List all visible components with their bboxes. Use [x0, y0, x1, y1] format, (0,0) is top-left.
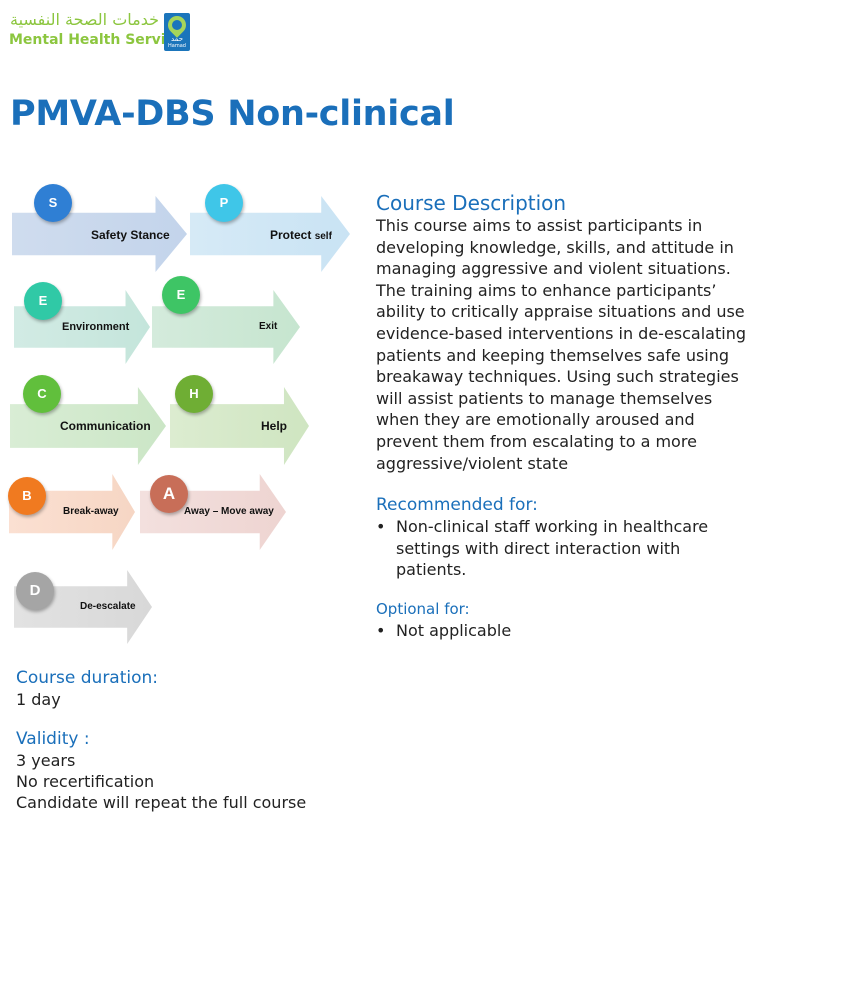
circle-c: C: [23, 375, 61, 413]
label-environment: Environment: [62, 321, 130, 333]
circle-d: D: [16, 572, 54, 610]
validity-line: 3 years: [16, 751, 76, 770]
description-line: prevent them from escalating to a more: [376, 431, 697, 451]
description-line: The training aims to enhance participant…: [376, 280, 717, 300]
optional-value: Not applicable: [396, 621, 512, 640]
description-line: evidence-based interventions in de-escal…: [376, 323, 746, 343]
label-protect-self: Protect self: [270, 228, 332, 242]
circle-h: H: [175, 375, 213, 413]
bullet-icon: •: [376, 621, 386, 640]
logo-arabic-text: خدمات الصحة النفسية: [10, 10, 159, 29]
description-line: ability to critically appraise situation…: [376, 302, 745, 322]
badge-arabic: حمد: [170, 35, 184, 43]
circle-b: B: [8, 477, 46, 515]
course-description-text: This course aims to assist participants …: [376, 215, 756, 474]
circle-s: S: [34, 184, 72, 222]
optional-heading: Optional for:: [376, 600, 470, 618]
description-line: will assist patients to manage themselve…: [376, 388, 713, 408]
description-line: patients and keeping themselves safe usi…: [376, 345, 730, 365]
badge-english: Hamad: [168, 43, 186, 49]
hamad-logo-icon: حمد Hamad: [164, 13, 190, 51]
description-line: This course aims to assist participants …: [376, 216, 703, 235]
description-line: breakaway techniques. Using such strateg…: [376, 367, 739, 387]
label-safety-stance: Safety Stance: [91, 228, 170, 242]
recommended-line: patients.: [396, 560, 467, 580]
logo-english-text: Mental Health Service: [9, 32, 184, 48]
circle-p: P: [205, 184, 243, 222]
duration-heading: Course duration:: [16, 668, 159, 688]
duration-value: 1 day: [16, 690, 61, 709]
circle-a: A: [150, 475, 188, 513]
label-away: Away – Move away: [184, 506, 274, 517]
recommended-heading: Recommended for:: [376, 495, 538, 515]
recommended-line: settings with direct interaction with: [396, 538, 681, 558]
label-help: Help: [261, 419, 288, 433]
page-title: PMVA-DBS Non-clinical: [10, 94, 455, 134]
circle-e-exit: E: [162, 276, 200, 314]
label-communication: Communication: [60, 419, 151, 433]
validity-line: No recertification: [16, 772, 155, 791]
bullet-icon: •: [376, 517, 386, 536]
recommended-line: Non-clinical staff working in healthcare: [396, 517, 709, 536]
validity-line: Candidate will repeat the full course: [16, 793, 307, 812]
label-break-away: Break-away: [63, 506, 119, 517]
description-line: managing aggressive and violent situatio…: [376, 259, 731, 279]
label-exit: Exit: [259, 321, 278, 332]
description-line: when they are emotionally aroused and: [376, 410, 695, 430]
validity-heading: Validity :: [16, 729, 90, 749]
description-line: developing knowledge, skills, and attitu…: [376, 237, 734, 257]
circle-e-environment: E: [24, 282, 62, 320]
course-description-heading: Course Description: [376, 191, 567, 215]
description-line: aggressive/violent state: [376, 453, 569, 473]
label-de-escalate: De-escalate: [80, 601, 136, 612]
